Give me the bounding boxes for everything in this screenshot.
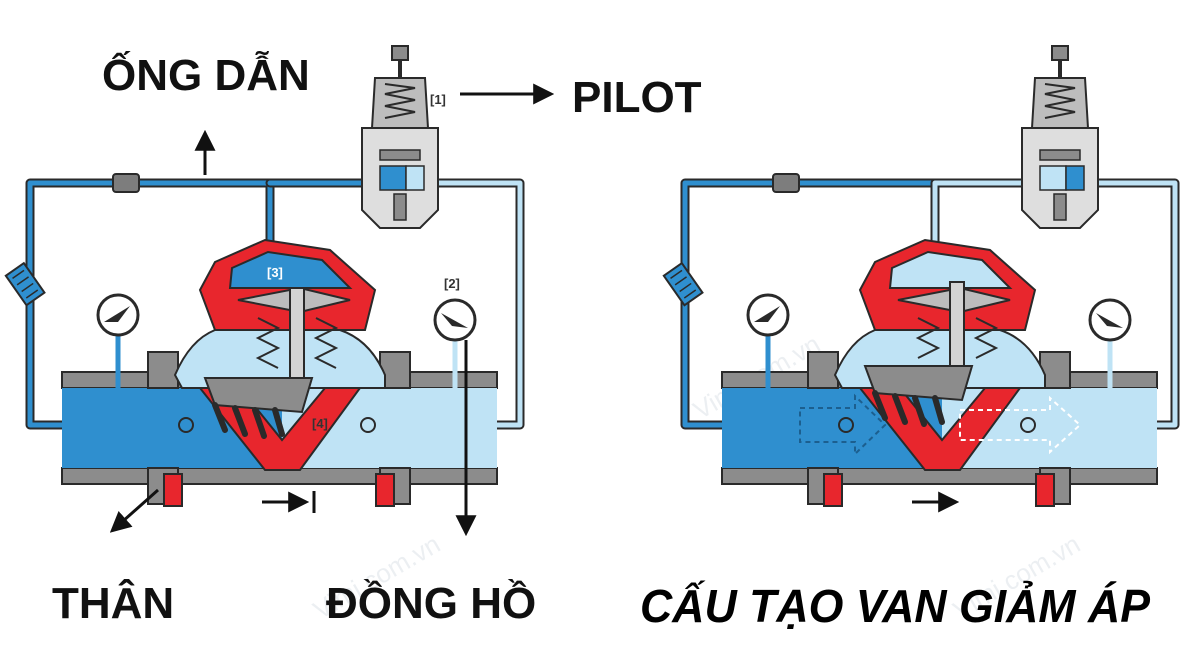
left-tube-fitting — [112, 173, 140, 193]
right-flow-path — [799, 393, 1082, 457]
than-callout-arrow — [109, 488, 159, 533]
left-valve: [1] [3] [4] — [4, 45, 525, 513]
label-dong-ho: ĐỒNG HỒ — [326, 578, 536, 628]
left-valve-body — [173, 238, 386, 471]
right-inlet-gauge-icon — [746, 293, 790, 388]
left-chamber-top — [228, 250, 353, 289]
right-valve — [662, 45, 1180, 513]
label-ong-dan: ỐNG DẪN — [102, 49, 310, 100]
right-pilot-valve — [1021, 45, 1099, 229]
right-valve-body — [833, 238, 1046, 471]
left-tag-4: [4] — [312, 416, 328, 431]
diagram-title: CẤU TẠO VAN GIẢM ÁP — [640, 580, 1150, 632]
right-strainer-icon — [662, 261, 704, 307]
left-outlet-gauge-icon — [433, 298, 477, 388]
left-tag-1: [1] — [430, 92, 446, 107]
left-tag-2: [2] — [444, 276, 460, 291]
left-tag-3: [3] — [267, 265, 283, 280]
left-strainer-icon — [4, 261, 46, 307]
label-pilot: PILOT — [572, 73, 702, 122]
left-inlet-gauge-icon — [96, 293, 140, 388]
callout-arrows — [109, 83, 555, 537]
left-flow-arrow-icon — [262, 491, 316, 513]
left-pilot-valve — [361, 45, 439, 229]
label-than: THÂN — [52, 578, 174, 628]
right-outlet-gauge-icon — [1088, 298, 1132, 388]
